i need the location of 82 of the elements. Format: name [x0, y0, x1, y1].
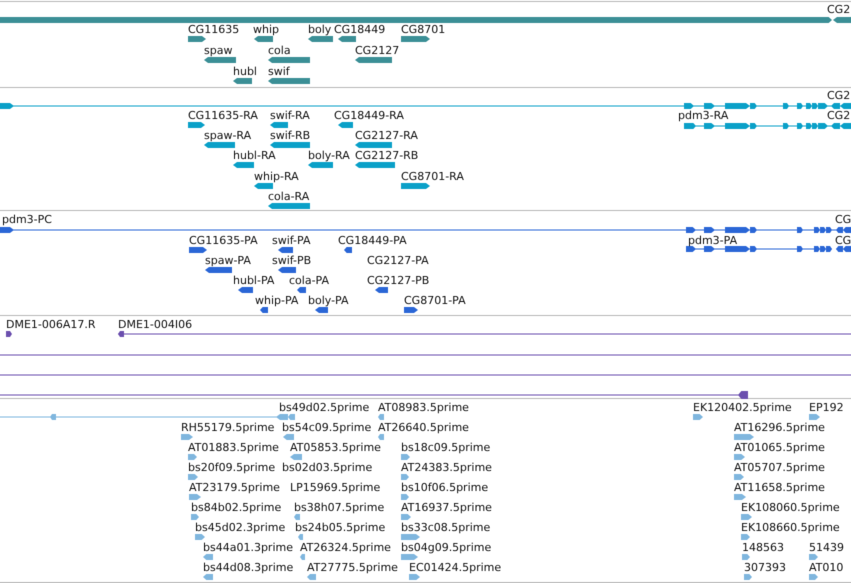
feature-label: AT05853.5prime — [290, 441, 381, 454]
feature-label: CG8701-RA — [401, 170, 464, 183]
feature-label: cola-RA — [268, 190, 310, 203]
feature-label: 307393 — [744, 561, 786, 574]
feature-label: AT11658.5prime — [734, 481, 825, 494]
feature-label: AT010 — [809, 561, 844, 574]
feature-label: bs10f06.5prime — [401, 481, 488, 494]
feature-label: AT26640.5prime — [378, 421, 469, 434]
feature-label: CG — [835, 234, 851, 247]
feature-label: EK120402.5prime — [693, 401, 792, 414]
feature-label: AT16937.5prime — [401, 501, 492, 514]
feature-label: CG11635 — [188, 23, 240, 36]
feature-label: CG8701-PA — [404, 294, 466, 307]
feature-label: AT08983.5prime — [378, 401, 469, 414]
feature-label: bs18c09.5prime — [401, 441, 490, 454]
feature-label: cola-PA — [289, 274, 329, 287]
feature-label: AT27775.5prime — [307, 561, 398, 574]
feature-label: spaw-RA — [204, 129, 252, 142]
feature-label: RH55179.5prime — [181, 421, 274, 434]
feature-label: CG11635-PA — [189, 234, 258, 247]
feature-label: 148563 — [742, 541, 784, 554]
feature-label: spaw — [204, 44, 232, 57]
feature-label: CG2 — [827, 3, 850, 16]
feature-label: AT24383.5prime — [401, 461, 492, 474]
feature-label: AT01065.5prime — [734, 441, 825, 454]
feature-label: swif — [268, 65, 290, 78]
feature-label: CG18449 — [334, 23, 386, 36]
feature-label: bs33c08.5prime — [401, 521, 490, 534]
feature-label: EP192 — [809, 401, 844, 414]
feature-label: hubl — [233, 65, 257, 78]
feature-label: spaw-PA — [205, 254, 251, 267]
feature-label: bs54c09.5prime — [282, 421, 372, 434]
feature-label: AT26324.5prime — [300, 541, 391, 554]
feature-label: DME1-004I06 — [118, 318, 192, 331]
feature-label: CG8701 — [401, 23, 446, 36]
feature-label: swif-PA — [272, 234, 310, 247]
feature-label: bs49d02.5prime — [279, 401, 370, 414]
feature-label: bs44d08.3prime — [203, 561, 294, 574]
feature-label: CG2127 — [355, 44, 400, 57]
feature-label: bs04g09.5prime — [401, 541, 492, 554]
feature-label: CG2127-RB — [355, 149, 418, 162]
feature-label: DME1-006A17.R — [6, 318, 96, 331]
feature-label: AT05707.5prime — [734, 461, 825, 474]
feature-label: swif-RB — [270, 129, 310, 142]
feature-label: CG2127-PA — [367, 254, 429, 267]
feature-label: CG18449-PA — [338, 234, 407, 247]
feature-label: EK108660.5prime — [741, 521, 840, 534]
feature-label: 51439 — [809, 541, 844, 554]
feature-label: CG — [835, 213, 851, 226]
feature-label: whip-RA — [254, 170, 299, 183]
feature-label: bs45d02.3prime — [195, 521, 286, 534]
feature-label: CG2 — [827, 89, 850, 102]
feature-label: bs44a01.3prime — [203, 541, 293, 554]
feature-label: AT01883.5prime — [188, 441, 279, 454]
feature-label: CG2 — [827, 109, 850, 122]
feature-label: CG2127-RA — [355, 129, 418, 142]
feature-label: CG2127-PB — [367, 274, 430, 287]
feature-label: EC01424.5prime — [409, 561, 502, 574]
feature-label: bs84b02.5prime — [191, 501, 282, 514]
feature-label: boly-RA — [308, 149, 350, 162]
feature-label: AT23179.5prime — [189, 481, 280, 494]
feature-label: pdm3-RA — [678, 109, 728, 122]
feature-label: swif-RA — [270, 109, 310, 122]
feature-label: swif-PB — [272, 254, 312, 267]
feature-label: cola — [268, 44, 291, 57]
feature-label: bs02d03.5prime — [282, 461, 372, 474]
feature-label: boly — [308, 23, 332, 36]
feature-label: CG18449-RA — [334, 109, 404, 122]
feature-label: bs24b05.5prime — [295, 521, 386, 534]
feature-label: bs38h07.5prime — [294, 501, 384, 514]
feature-label: EK108060.5prime — [741, 501, 840, 514]
feature-label: AT16296.5prime — [734, 421, 825, 434]
feature-label: hubl-PA — [233, 274, 274, 287]
feature-label: pdm3-PA — [688, 234, 738, 247]
feature-label: CG11635-RA — [188, 109, 258, 122]
feature-label: whip — [253, 23, 280, 36]
feature-label: LP15969.5prime — [290, 481, 380, 494]
feature-label: bs20f09.5prime — [188, 461, 276, 474]
feature-label: pdm3-PC — [2, 213, 52, 226]
feature-label: boly-PA — [308, 294, 349, 307]
feature-label: whip-PA — [255, 294, 298, 307]
feature-label: hubl-RA — [233, 149, 276, 162]
